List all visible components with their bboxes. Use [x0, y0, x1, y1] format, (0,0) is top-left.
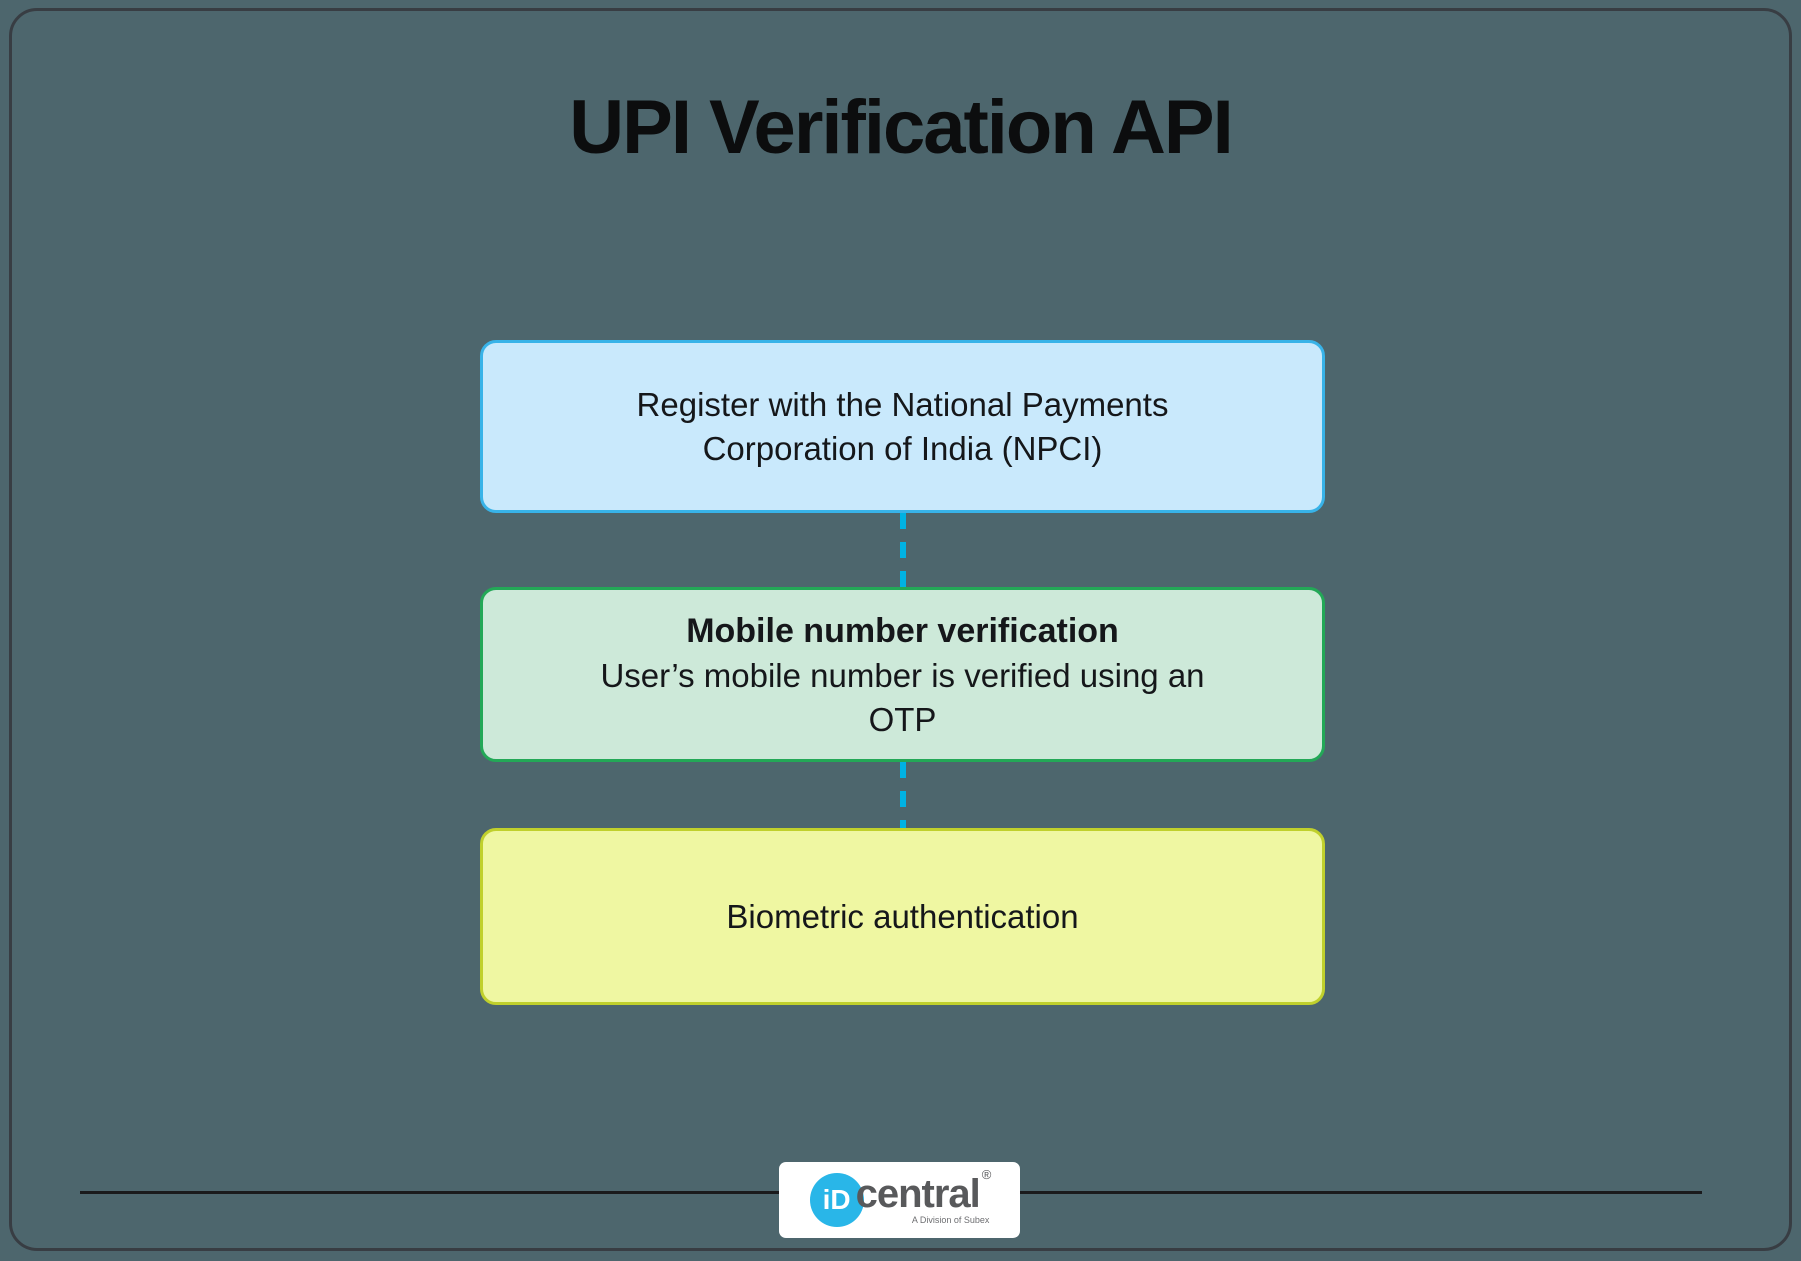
idcentral-brand-text: central [855, 1172, 981, 1216]
idcentral-tagline: A Division of Subex [911, 1215, 990, 1225]
step-text-line: OTP [868, 700, 937, 738]
registered-trademark-icon: ® [981, 1167, 992, 1182]
step-register-npci: Register with the National Payments Corp… [480, 340, 1325, 513]
step-biometric-authentication: Biometric authentication [480, 828, 1325, 1005]
step-mobile-number-verification: Mobile number verification User’s mobile… [480, 587, 1325, 762]
step-text-line: User’s mobile number is verified using a… [600, 656, 1205, 694]
dashed-connector [899, 513, 906, 587]
step-text-line: Register with the National Payments [636, 385, 1169, 423]
idcentral-icon-text: iD [822, 1184, 851, 1215]
verification-flow: Register with the National Payments Corp… [480, 340, 1325, 1005]
idcentral-logo: iD central ® A Division of Subex [779, 1162, 1020, 1238]
idcentral-wordmark: central ® A Division of Subex [855, 1168, 992, 1226]
dashed-connector [899, 762, 906, 828]
step-text-line: Biometric authentication [726, 897, 1079, 935]
page-title: UPI Verification API [569, 85, 1233, 170]
idcentral-id-icon: iD [809, 1173, 864, 1227]
step-text-line: Corporation of India (NPCI) [702, 429, 1103, 467]
step-heading: Mobile number verification [686, 611, 1119, 650]
